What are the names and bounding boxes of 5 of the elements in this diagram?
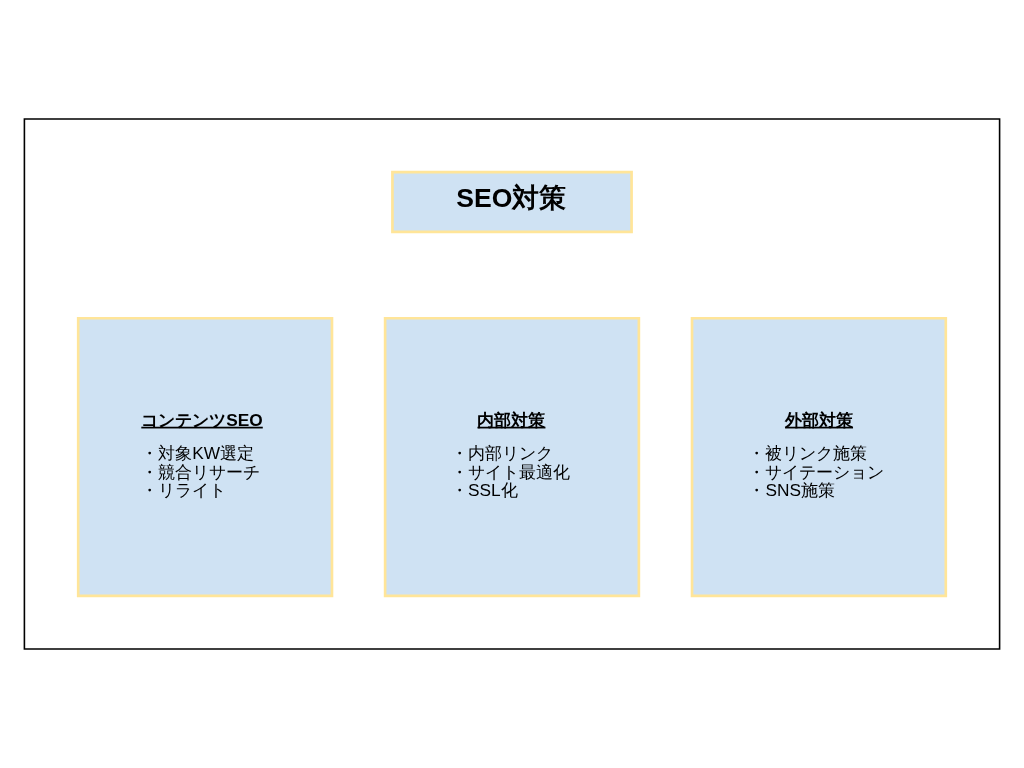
node-box: コンテンツSEO ・対象KW選定 ・競合リサーチ ・リライト xyxy=(76,316,334,598)
node-box: 外部対策 ・被リンク施策 ・サイテーション ・SNS施策 xyxy=(690,316,948,598)
node-box: SEO対策 xyxy=(391,170,633,234)
cluster xyxy=(23,118,1001,650)
node-box: 内部対策 ・内部リンク ・サイト最適化 ・SSL化 xyxy=(383,316,641,598)
